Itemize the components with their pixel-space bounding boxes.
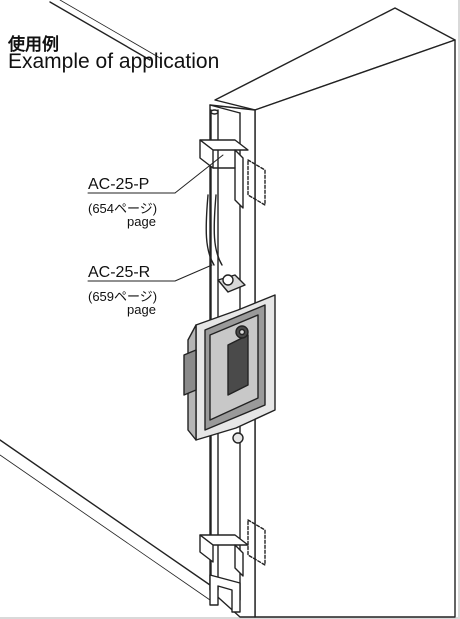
callout-page-ac25r: page <box>127 302 156 317</box>
bottom-channel <box>209 574 241 613</box>
title-english: Example of application <box>8 50 220 73</box>
callout-part-ac25r: AC-25-R <box>88 264 151 281</box>
cabinet-box <box>0 7 456 618</box>
title-japanese: 使用例 <box>8 35 59 55</box>
top-diagonal-lines <box>49 0 161 61</box>
paddle-handle <box>183 294 276 444</box>
leader-lines <box>87 154 224 282</box>
callout-ref-ac25p: (654ページ) <box>88 201 158 216</box>
callout-page-ac25p: page <box>127 214 156 229</box>
connecting-rod-wire <box>205 194 223 266</box>
upper-bracket <box>199 139 266 209</box>
lower-bracket <box>199 519 266 577</box>
callout-part-ac25p: AC-25-P <box>88 176 150 193</box>
lever-plate <box>217 274 246 293</box>
callout-ref-ac25r: (659ページ) <box>88 289 158 304</box>
